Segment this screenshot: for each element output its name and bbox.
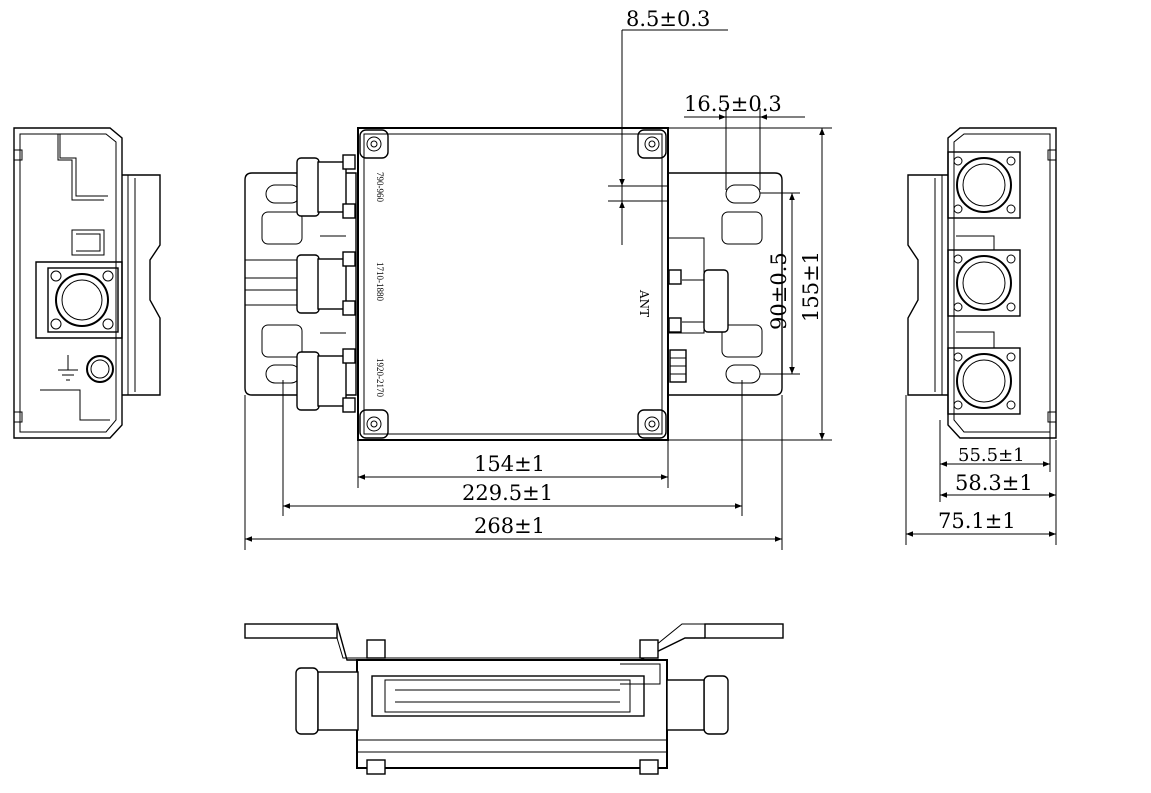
front-view: 790-960 1710-1880 1920-2170 ANT 8.5±0.3 … bbox=[244, 7, 832, 550]
dimension-55-5: 55.5±1 bbox=[939, 420, 1051, 472]
dim-90-text: 90±0.5 bbox=[767, 252, 791, 330]
dimension-16-5: 16.5±0.3 bbox=[684, 92, 805, 190]
mounting-plate-left bbox=[244, 172, 357, 396]
right-connector bbox=[667, 237, 729, 383]
dim-268-text: 268±1 bbox=[474, 514, 545, 538]
dimension-90: 90±0.5 bbox=[760, 192, 800, 375]
dim-58-3-text: 58.3±1 bbox=[955, 471, 1033, 495]
port-label-790-960: 790-960 bbox=[375, 172, 385, 202]
corner-screws bbox=[359, 129, 667, 439]
mounting-plate-right bbox=[667, 172, 783, 396]
dim-75-1-text: 75.1±1 bbox=[938, 509, 1016, 533]
dim-154-text: 154±1 bbox=[474, 452, 545, 476]
enclosure-body bbox=[357, 127, 669, 441]
dimension-154: 154±1 bbox=[357, 440, 669, 488]
dimension-58-3: 58.3±1 bbox=[939, 440, 1057, 502]
right-side-view: 55.5±1 58.3±1 75.1±1 bbox=[905, 127, 1057, 545]
dimension-75-1: 75.1±1 bbox=[905, 395, 1057, 545]
left-connectors bbox=[245, 154, 356, 413]
dimension-229-5: 229.5±1 bbox=[282, 380, 743, 516]
dim-8-5-text: 8.5±0.3 bbox=[626, 7, 710, 31]
side-connector-3 bbox=[947, 347, 1021, 415]
dimension-268: 268±1 bbox=[244, 395, 783, 550]
dim-55-5-text: 55.5±1 bbox=[958, 445, 1025, 466]
side-connector-1 bbox=[947, 151, 1021, 219]
port-label-1920-2170: 1920-2170 bbox=[375, 358, 385, 397]
dimension-155: 155±1 bbox=[668, 127, 832, 441]
dimension-8-5: 8.5±0.3 bbox=[608, 7, 728, 245]
dim-16-5-text: 16.5±0.3 bbox=[684, 92, 782, 116]
bottom-view bbox=[244, 623, 784, 775]
left-side-view bbox=[13, 127, 161, 439]
side-connector-2 bbox=[947, 249, 1021, 317]
antenna-label: ANT bbox=[637, 289, 651, 317]
dim-229-5-text: 229.5±1 bbox=[462, 481, 553, 505]
port-label-1710-1880: 1710-1880 bbox=[375, 262, 385, 301]
dim-155-text: 155±1 bbox=[799, 251, 823, 322]
